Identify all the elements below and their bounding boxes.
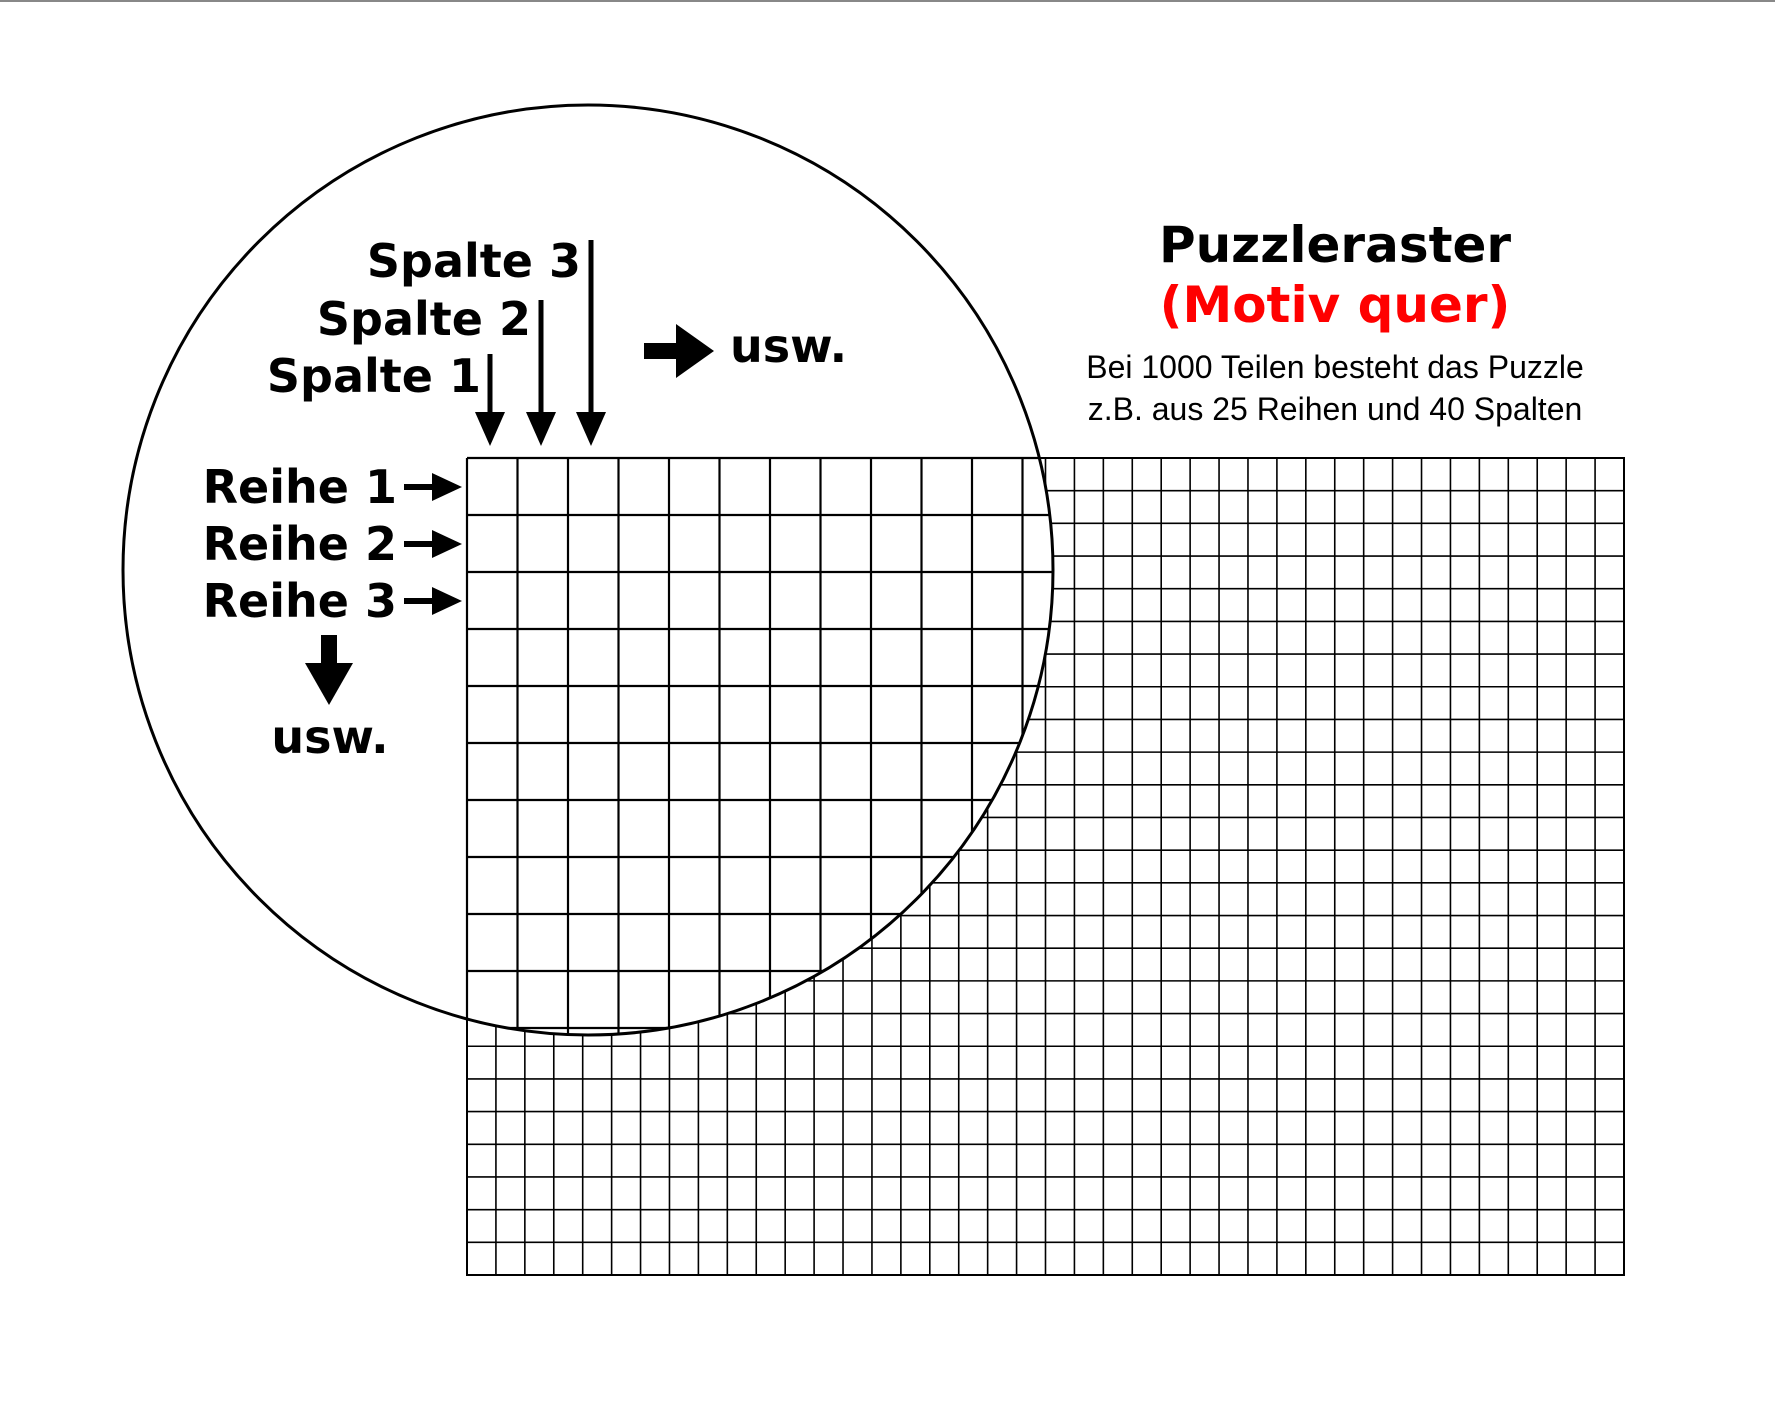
rows-continue-arrow [305,635,353,705]
column-label-3: Spalte 3 [367,234,581,288]
rows-etc-label: usw. [271,710,388,764]
column-label-1: Spalte 1 [267,349,481,403]
column-arrow-1 [475,354,505,446]
row-label-3: Reihe 3 [203,574,397,628]
column-arrow-2 [526,300,556,446]
page-title: Puzzleraster [1159,216,1511,274]
columns-continue-arrow [644,324,714,378]
row-arrow-3 [404,587,462,615]
description-line-2: z.B. aus 25 Reihen und 40 Spalten [1088,391,1583,427]
row-label-2: Reihe 2 [203,517,397,571]
row-label-1: Reihe 1 [203,460,397,514]
column-arrow-3 [576,240,606,446]
description-line-1: Bei 1000 Teilen besteht das Puzzle [1086,349,1584,385]
row-arrow-1 [404,473,462,501]
column-label-2: Spalte 2 [317,292,531,346]
columns-etc-label: usw. [730,319,847,373]
page-subtitle: (Motiv quer) [1160,276,1511,334]
row-arrow-2 [404,530,462,558]
